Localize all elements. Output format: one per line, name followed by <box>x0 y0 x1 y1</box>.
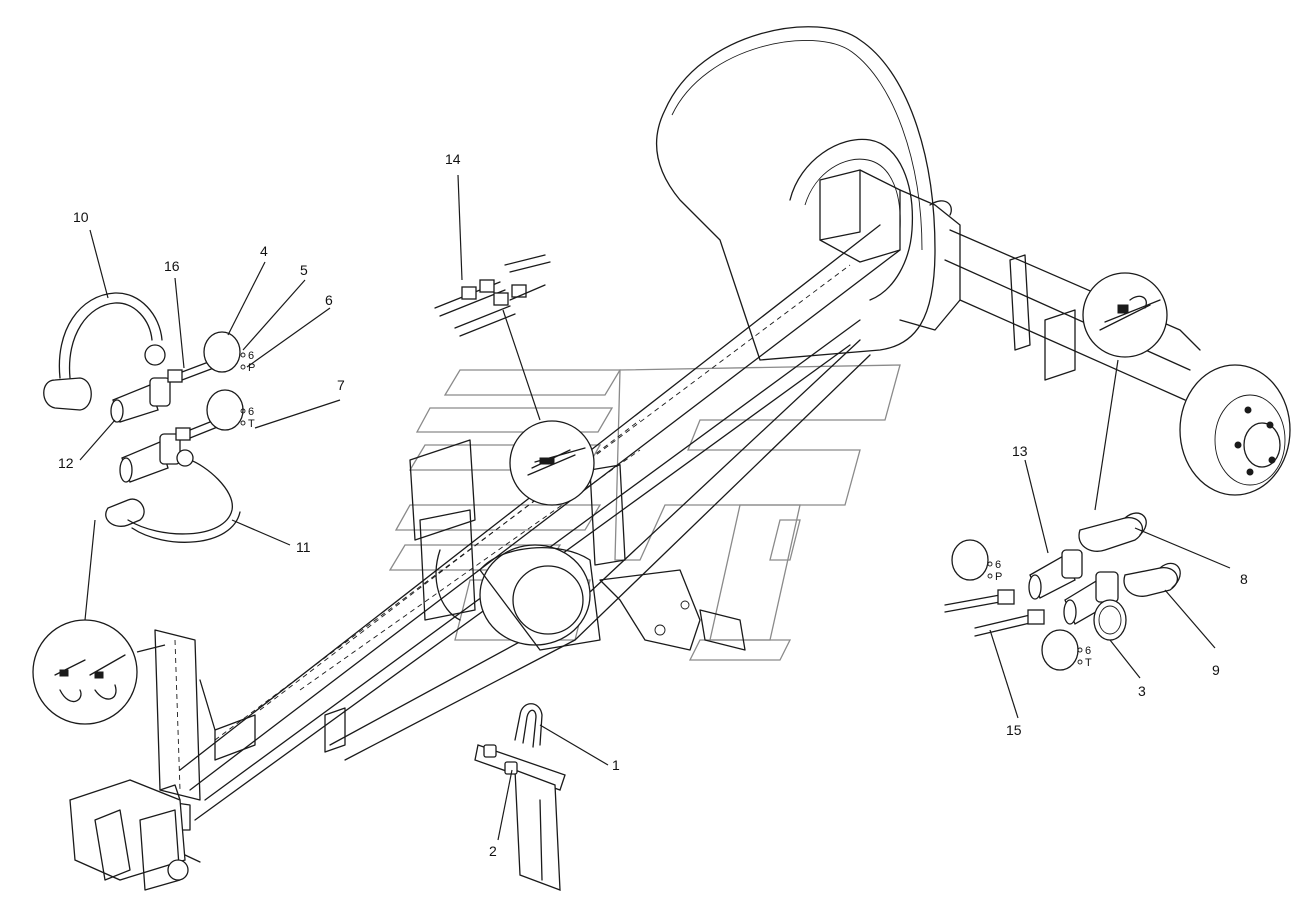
tag-t-right: T <box>1085 657 1092 669</box>
left-parts-group <box>43 292 244 543</box>
right-parts-group <box>944 512 1181 671</box>
wheel-tire <box>655 26 936 361</box>
callout-2: 2 <box>489 843 497 859</box>
detail-circle-hoses <box>32 619 138 725</box>
callout-11: 11 <box>296 539 311 555</box>
callout-13: 13 <box>1012 443 1028 459</box>
callout-6: 6 <box>325 292 333 308</box>
callout-labels: 1 2 3 4 5 6 7 8 9 10 11 12 13 14 15 16 <box>58 151 1248 859</box>
tag-six-t-right: 6 <box>1085 645 1091 657</box>
detail-circle-frame <box>509 420 595 506</box>
detail-circle-axle <box>1082 272 1168 358</box>
callout-3: 3 <box>1138 683 1146 699</box>
watermark-logo <box>388 364 901 661</box>
leader-lines <box>79 174 1231 841</box>
tag-t-left: T <box>248 418 255 430</box>
callout-9: 9 <box>1212 662 1220 678</box>
item-14-fittings <box>434 254 551 337</box>
callout-7: 7 <box>337 377 345 393</box>
callout-12: 12 <box>58 455 74 471</box>
callout-1: 1 <box>612 757 620 773</box>
tag-p-left: P <box>248 362 255 374</box>
tag-p-right: P <box>995 571 1002 583</box>
tag-six-p-left: 6 <box>248 350 254 362</box>
port-tags: 6 P 6 T 6 P 6 T <box>240 350 1092 669</box>
callout-15: 15 <box>1006 722 1022 738</box>
tag-six-p-right: 6 <box>995 559 1001 571</box>
callout-16: 16 <box>164 258 180 274</box>
callout-5: 5 <box>300 262 308 278</box>
callout-4: 4 <box>260 243 268 259</box>
callout-8: 8 <box>1240 571 1248 587</box>
u-bolt-assembly <box>474 703 566 891</box>
callout-10: 10 <box>73 209 89 225</box>
trailer-frame <box>69 169 1291 891</box>
callout-14: 14 <box>445 151 461 167</box>
tag-six-t-left: 6 <box>248 406 254 418</box>
